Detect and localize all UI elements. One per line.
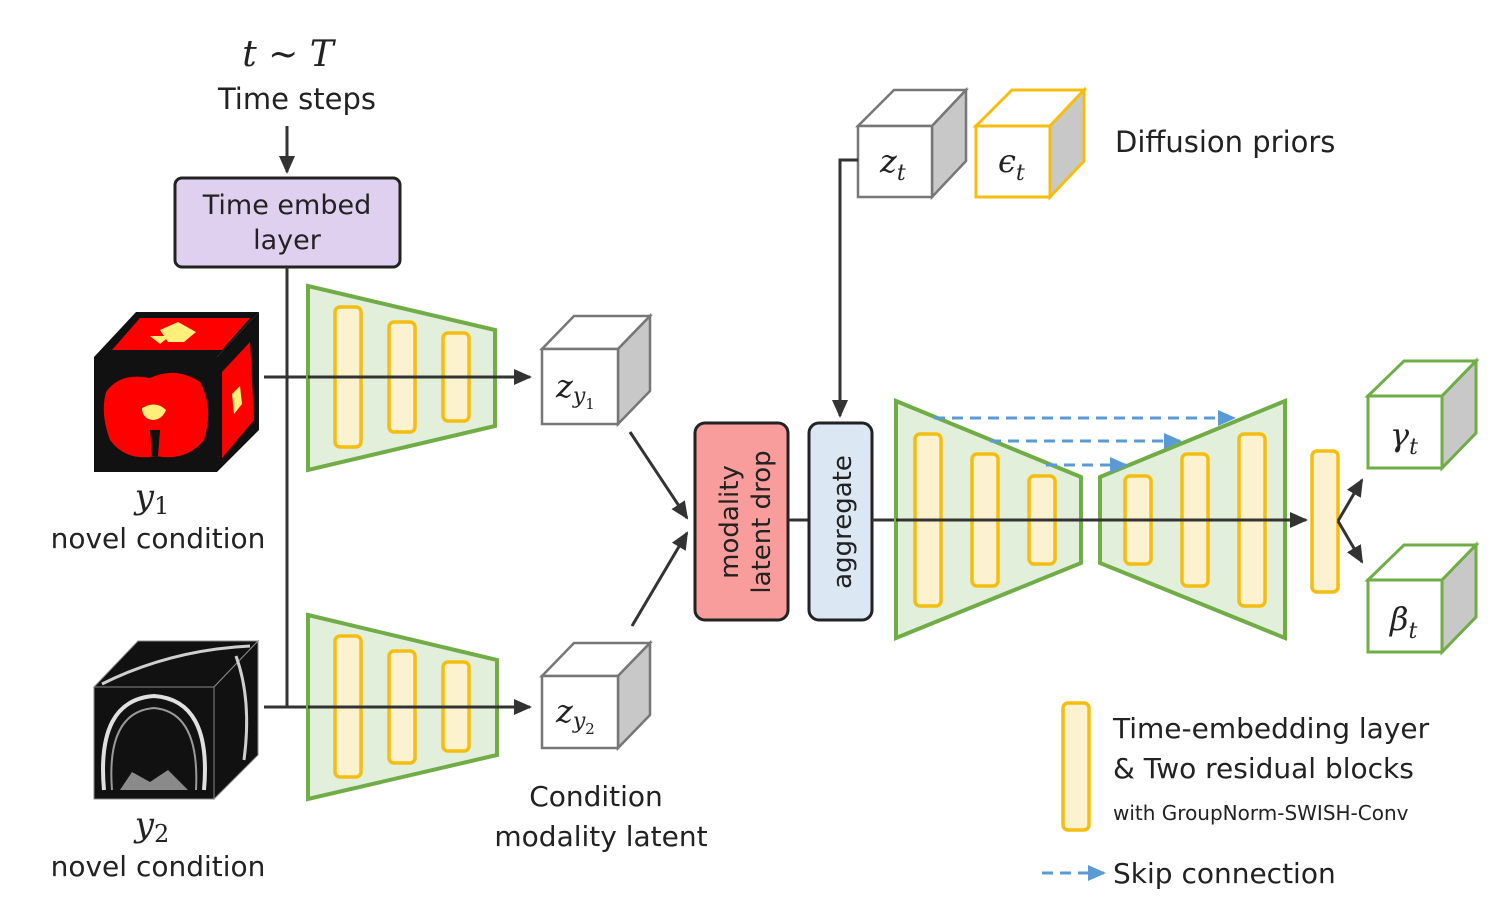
- z-y1-symbol: zy1: [555, 367, 595, 413]
- z-t-symbol: zt: [879, 142, 906, 186]
- beta-symbol: βt: [1389, 600, 1418, 644]
- z-y2-to-drop-arrow: [630, 531, 689, 627]
- aggregate-block: aggregate: [807, 421, 874, 622]
- y2-symbol: y2: [133, 805, 170, 848]
- encoder-1: [306, 283, 532, 473]
- latent-z-y2-cube: zy2: [539, 639, 653, 752]
- legend-block-line1: Time-embedding layer: [1112, 712, 1430, 745]
- encoder-2: [306, 612, 532, 802]
- prior-eps-t-cube: ϵt: [972, 86, 1088, 201]
- time-embed-line2: layer: [253, 225, 322, 256]
- modality-latent-drop: modality latent drop: [693, 421, 790, 622]
- aggregate-label: aggregate: [828, 455, 858, 589]
- latent-z-y1-cube: zy1: [539, 312, 653, 428]
- diffusion-priors-label: Diffusion priors: [1115, 125, 1335, 159]
- gamma-symbol: γt: [1390, 416, 1418, 460]
- legend-block-swatch: [1061, 701, 1091, 832]
- y2-label: novel condition: [51, 850, 266, 883]
- legend-block-line2: & Two residual blocks: [1113, 752, 1414, 785]
- time-embed-layer: Time embed layer: [173, 176, 402, 269]
- prior-z-t-cube: zt: [854, 86, 969, 201]
- y1-symbol: y1: [133, 477, 170, 520]
- output-to-beta-arrow: [1336, 520, 1364, 564]
- legend-skip-label: Skip connection: [1113, 857, 1336, 890]
- output-beta-cube: βt: [1364, 541, 1480, 656]
- legend: Time-embedding layer & Two residual bloc…: [1042, 701, 1430, 890]
- z-y2-symbol: zy2: [555, 692, 595, 738]
- latent-caption-line2: modality latent: [494, 820, 707, 853]
- modality-drop-line1: modality: [715, 465, 745, 579]
- latent-caption-line1: Condition: [529, 780, 663, 813]
- output-to-gamma-arrow: [1336, 478, 1364, 522]
- time-embed-line1: Time embed: [202, 190, 371, 221]
- legend-block-line3: with GroupNorm-SWISH-Conv: [1113, 801, 1409, 825]
- time-steps-label: Time steps: [217, 82, 376, 116]
- output-block: [1310, 449, 1340, 594]
- condition-y1-cube: [94, 312, 259, 472]
- condition-y2-cube: [92, 639, 260, 801]
- eps-t-symbol: ϵt: [998, 142, 1025, 186]
- z-t-to-aggregate-arrow: [832, 158, 858, 418]
- output-gamma-cube: γt: [1364, 357, 1480, 472]
- z-y1-to-drop-arrow: [628, 431, 689, 520]
- modality-drop-line2: latent drop: [747, 450, 777, 593]
- time-formula: t ~ T: [242, 34, 337, 75]
- y1-label: novel condition: [51, 522, 266, 555]
